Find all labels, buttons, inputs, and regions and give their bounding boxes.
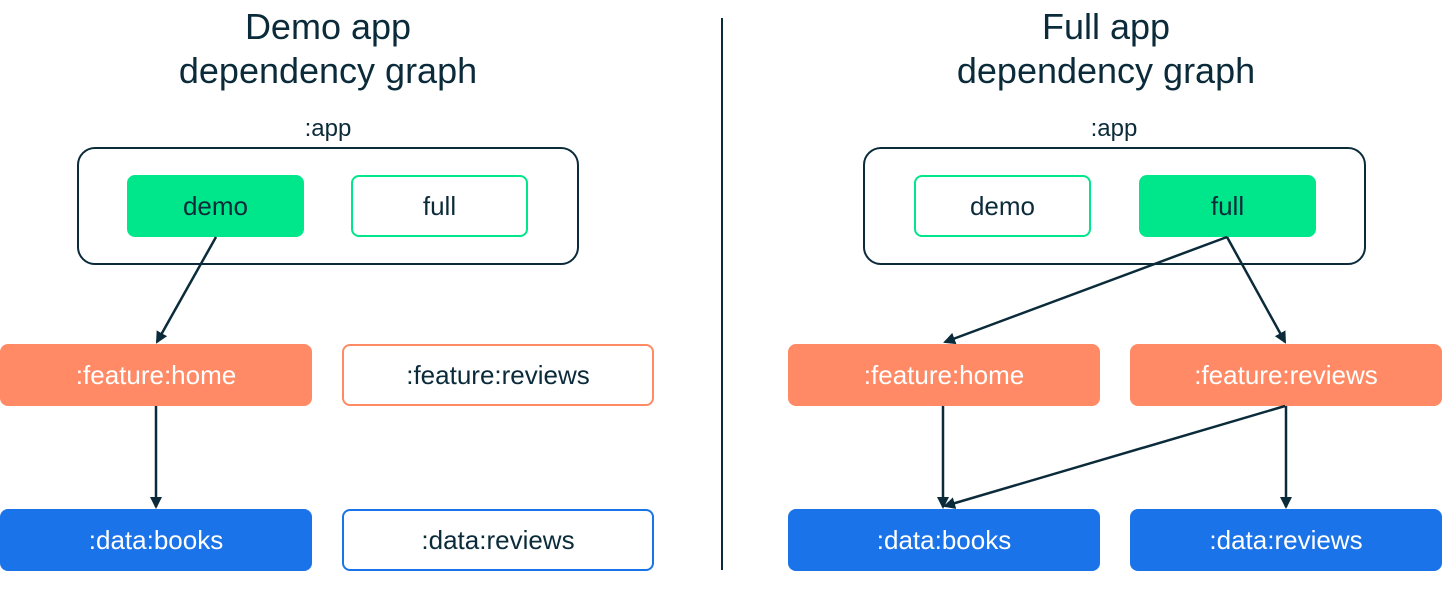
- full-graph-title-line2: dependency graph: [956, 50, 1256, 91]
- panel-divider: [721, 18, 723, 570]
- full-data-books-node: :data:books: [788, 509, 1100, 571]
- demo-app-module-box: [77, 147, 579, 265]
- full-app-module-label: :app: [1090, 115, 1138, 142]
- demo-variant-full-node: full: [351, 175, 528, 237]
- demo-variant-demo-node: demo: [127, 175, 304, 237]
- demo-feature-reviews-node: :feature:reviews: [342, 344, 654, 406]
- full-edge-full-to-feature-reviews: [1225, 236, 1287, 344]
- full-feature-home-node: :feature:home: [788, 344, 1100, 406]
- demo-data-reviews-node: :data:reviews: [342, 509, 654, 571]
- demo-data-books-node: :data:books: [0, 509, 312, 571]
- demo-edge-demo-to-feature-home: [155, 236, 218, 344]
- full-graph-title-line1: Full app: [1041, 6, 1171, 47]
- full-feature-reviews-node: :feature:reviews: [1130, 344, 1442, 406]
- demo-graph-title-line1: Demo app: [244, 6, 412, 47]
- full-edge-feature-reviews-to-data-books: [943, 404, 1286, 509]
- full-app-module-box: [863, 147, 1366, 265]
- demo-graph-title-line2: dependency graph: [178, 50, 478, 91]
- full-variant-full-node: full: [1139, 175, 1316, 237]
- full-variant-demo-node: demo: [914, 175, 1091, 237]
- full-edge-full-to-feature-home: [943, 235, 1228, 345]
- demo-app-module-label: :app: [304, 115, 352, 142]
- full-data-reviews-node: :data:reviews: [1130, 509, 1442, 571]
- demo-feature-home-node: :feature:home: [0, 344, 312, 406]
